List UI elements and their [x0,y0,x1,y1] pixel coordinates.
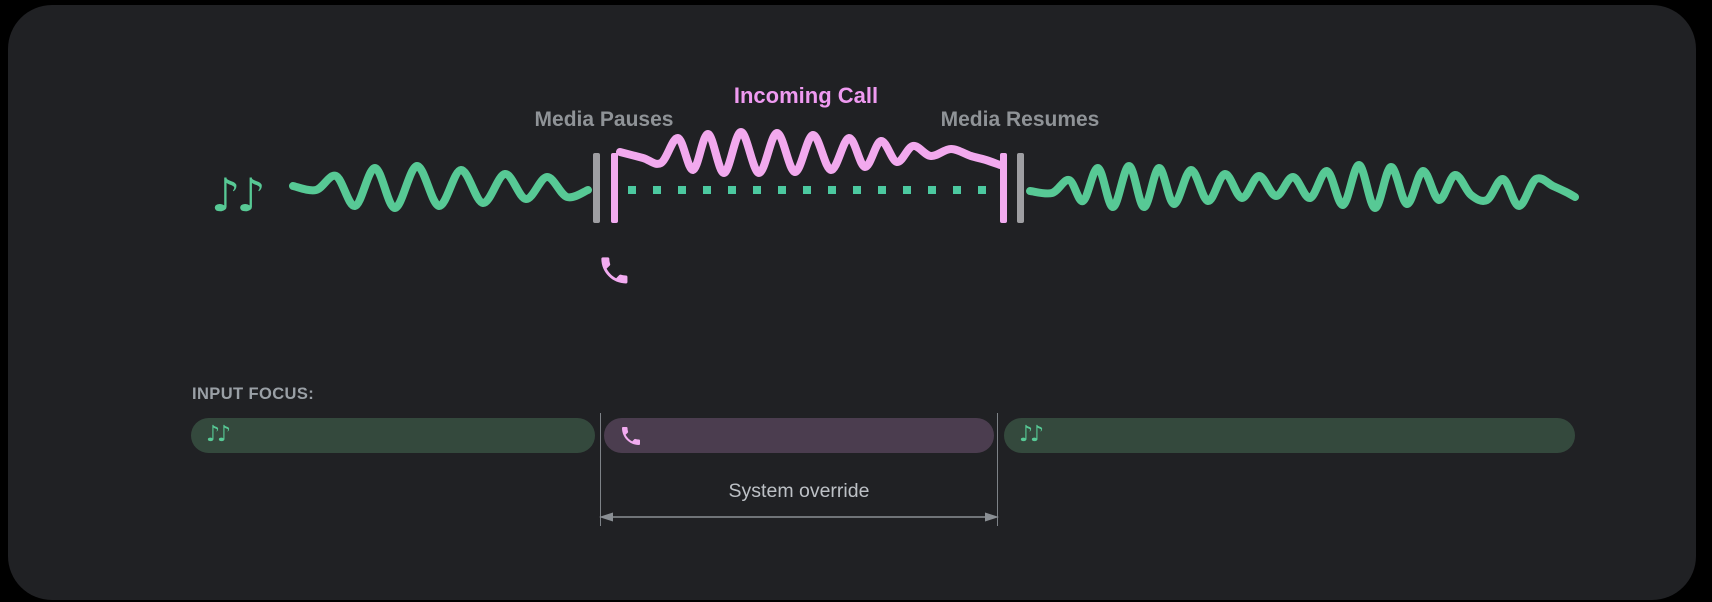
media-wave-after [1026,160,1579,213]
override-boundary-line-left [600,413,601,526]
phone-icon [622,426,640,445]
phone-icon [601,257,628,284]
input-focus-label: INPUT FOCUS: [192,385,315,403]
music-notes-icon: ♪♪ [1019,421,1044,447]
media-wave-before [289,162,592,212]
media-focus-segment-after: ♪♪ [1004,418,1575,453]
media-pauses-label: Media Pauses [535,108,674,131]
media-pause-marker [593,153,600,223]
music-notes-icon: ♪♪ [211,168,262,222]
audio-timeline-figure: Media Pauses Incoming Call Media Resumes… [211,83,1579,284]
diagram-card [8,5,1696,600]
system-override-label: System override [728,480,870,502]
call-start-marker [611,153,618,223]
incoming-call-wave [616,128,1004,178]
media-focus-segment-before: ♪♪ [191,418,595,453]
media-resume-marker [1017,153,1024,223]
media-resumes-label: Media Resumes [941,108,1100,131]
call-focus-segment [604,418,994,453]
system-override-span-arrow [599,512,999,522]
call-end-marker [1000,153,1007,223]
incoming-call-label: Incoming Call [734,83,878,108]
music-notes-icon: ♪♪ [206,421,231,447]
override-boundary-line-right [997,413,998,526]
